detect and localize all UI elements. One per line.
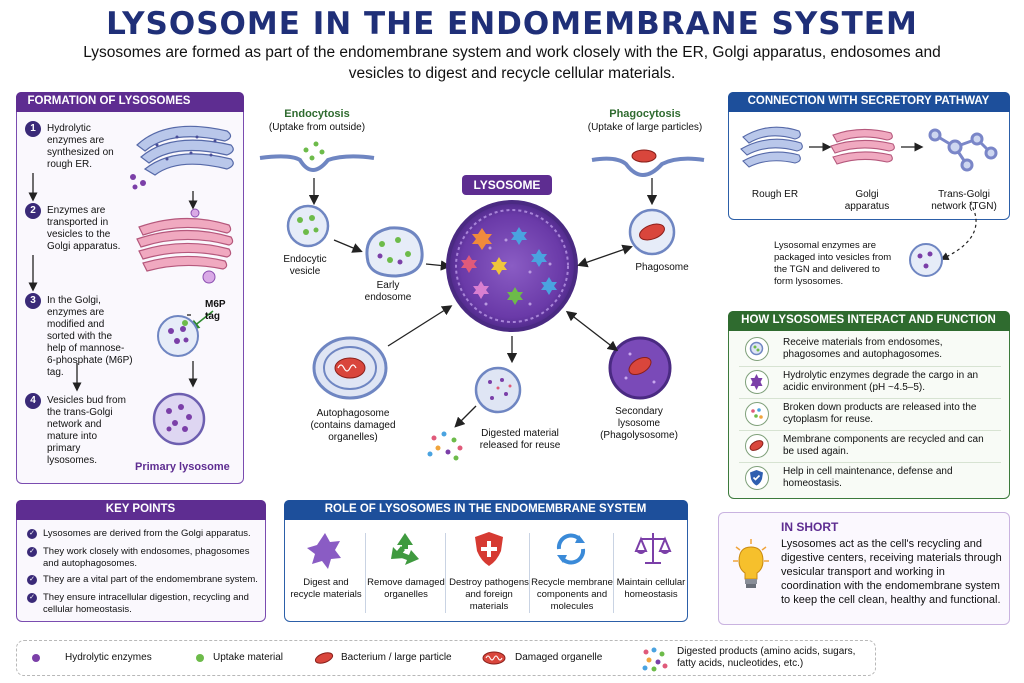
in-short-header: IN SHORT	[781, 520, 839, 534]
secondary-lysosome-label: Secondary lysosome (Phagolysosome)	[600, 406, 678, 441]
role-item-4: Recycle membrane components and molecule…	[531, 577, 613, 612]
enzyme-icon	[745, 370, 769, 394]
interact-row-5: Help in cell maintenance, defense and ho…	[739, 462, 1001, 492]
interact-row-2: Hydrolytic enzymes degrade the cargo in …	[739, 366, 1001, 396]
tgn-label: Trans-Golgi network (TGN)	[931, 189, 997, 212]
check-icon: ✓	[27, 593, 37, 603]
step-number-3: 3	[25, 293, 41, 309]
digested-products-icon	[745, 402, 769, 426]
tgn-vesicle-icon	[909, 201, 977, 277]
damaged-organelle-legend-icon	[482, 651, 506, 665]
formation-header: FORMATION OF LYSOSOMES	[15, 91, 244, 112]
role-divider	[613, 533, 614, 613]
role-item-5: Maintain cellular homeostasis	[616, 577, 686, 600]
check-icon: ✓	[27, 575, 37, 585]
interact-row-4: Membrane components are recycled and can…	[739, 430, 1001, 460]
step-text-2: Enzymes are transported in vesicles to t…	[47, 205, 121, 252]
role-item-3: Destroy pathogens and foreign materials	[449, 577, 529, 612]
role-item-1: Digest and recycle materials	[290, 577, 362, 600]
tgn-note: Lysosomal enzymes are packaged into vesi…	[774, 240, 892, 287]
role-divider	[529, 533, 530, 613]
endocytosis-label: Endocytosis	[284, 108, 350, 120]
role-divider	[445, 533, 446, 613]
interact-header: HOW LYSOSOMES INTERACT AND FUNCTION	[727, 310, 1010, 331]
legend-item-3: Bacterium / large particle	[341, 652, 452, 663]
digest-enzyme-icon	[307, 533, 341, 569]
role-divider	[365, 533, 366, 613]
rough-er-label: Rough ER	[751, 189, 799, 200]
uptake-material-legend-icon	[196, 654, 204, 662]
bacterium-legend-icon	[314, 652, 334, 664]
page-title: LYSOSOME IN THE ENDOMEMBRANE SYSTEM	[106, 6, 918, 42]
recycle-icon	[391, 533, 419, 565]
keypoint-1: Lysosomes are derived from the Golgi app…	[43, 528, 251, 539]
role-header: ROLE OF LYSOSOMES IN THE ENDOMEMBRANE SY…	[283, 499, 688, 520]
step-number-1: 1	[25, 121, 41, 137]
phagosome-label: Phagosome	[635, 262, 689, 273]
check-icon: ✓	[27, 547, 37, 557]
page-subtitle: Lysosomes are formed as part of the endo…	[83, 44, 941, 82]
phagocytosis-label: Phagocytosis	[609, 108, 681, 120]
keypoints-header: KEY POINTS	[15, 499, 266, 520]
lightbulb-icon	[733, 539, 769, 588]
in-short-text: Lysosomes act as the cell's recycling an…	[781, 538, 1002, 606]
step-text-4: Vesicles bud from the trans-Golgi networ…	[47, 395, 126, 466]
legend-item-4: Damaged organelle	[515, 652, 603, 663]
connection-panel: CONNECTION WITH SECRETORY PATHWAY Rough …	[727, 91, 1010, 220]
interact-row-3: Broken down products are released into t…	[739, 398, 1001, 428]
interact-text-4: Membrane components are recycled and can…	[783, 434, 984, 457]
connection-header: CONNECTION WITH SECRETORY PATHWAY	[727, 91, 1010, 112]
endocytic-vesicle-label: Endocytic vesicle	[283, 254, 327, 277]
m6p-tag-label: M6P tag	[205, 299, 226, 322]
rough-er-icon	[130, 125, 234, 190]
role-panel: ROLE OF LYSOSOMES IN THE ENDOMEMBRANE SY…	[283, 499, 688, 622]
shield-icon	[745, 466, 769, 490]
lysosome-title-badge: LYSOSOME	[462, 175, 552, 195]
step-number-2: 2	[25, 203, 41, 219]
step-number-4: 4	[25, 393, 41, 409]
balance-scale-icon	[634, 533, 672, 564]
recycle-membrane-icon	[745, 434, 769, 458]
primary-lysosome-label: Primary lysosome	[135, 461, 230, 473]
hydrolytic-enzyme-legend-icon	[32, 654, 40, 662]
phagocytosis-sub-label: (Uptake of large particles)	[587, 122, 703, 133]
early-endosome-label: Early endosome	[364, 280, 412, 303]
digested-products-legend-icon	[642, 647, 668, 672]
golgi-apparatus-icon	[136, 208, 234, 284]
interact-text-2: Hydrolytic enzymes degrade the cargo in …	[783, 370, 979, 393]
primary-lysosome-icon	[152, 392, 206, 446]
keypoint-2: They work closely with endosomes, phagos…	[43, 546, 250, 569]
interact-text-5: Help in cell maintenance, defense and ho…	[783, 466, 953, 489]
keypoint-4: They ensure intracellular digestion, rec…	[43, 592, 249, 615]
golgi-label: Golgi apparatus	[844, 189, 890, 212]
legend-item-1: Hydrolytic enzymes	[65, 652, 152, 663]
in-short-panel: IN SHORT Lysosomes act as the cell's rec…	[718, 512, 1010, 625]
check-icon: ✓	[27, 529, 37, 539]
interact-text-1: Receive materials from endosomes, phagos…	[783, 337, 943, 360]
formation-flow-arrows	[28, 173, 214, 392]
formation-panel: FORMATION OF LYSOSOMES 1 Hydrolytic enzy…	[15, 91, 244, 484]
role-item-2: Remove damaged organelles	[367, 577, 445, 600]
step-text-1: Hydrolytic enzymes are synthesized on ro…	[47, 123, 114, 170]
keypoint-3: They are a vital part of the endomembran…	[43, 574, 258, 585]
legend-item-2: Uptake material	[213, 652, 284, 663]
step-text-3: In the Golgi, enzymes are modified and s…	[47, 295, 133, 378]
legend: Hydrolytic enzymes Uptake material Bacte…	[16, 640, 876, 676]
interact-row-1: Receive materials from endosomes, phagos…	[739, 334, 1001, 364]
cycle-arrows-icon	[556, 533, 586, 565]
keypoints-panel: KEY POINTS ✓ Lysosomes are derived from …	[15, 499, 266, 622]
endosome-icon	[745, 337, 769, 361]
legend-item-5: Digested products (amino acids, sugars, …	[677, 646, 856, 669]
lysosome-pathway-diagram	[259, 141, 705, 461]
autophagosome-label: Autophagosome (contains damaged organell…	[310, 408, 396, 443]
secretory-pathway-icons	[740, 126, 998, 172]
interact-text-3: Broken down products are released into t…	[783, 402, 977, 425]
m6p-vesicle-icon	[157, 315, 199, 357]
interact-panel: HOW LYSOSOMES INTERACT AND FUNCTION Rece…	[727, 310, 1010, 499]
endocytosis-sub-label: (Uptake from outside)	[268, 122, 366, 133]
digested-material-label: Digested material released for reuse	[479, 428, 561, 451]
shield-cross-icon	[475, 532, 503, 566]
